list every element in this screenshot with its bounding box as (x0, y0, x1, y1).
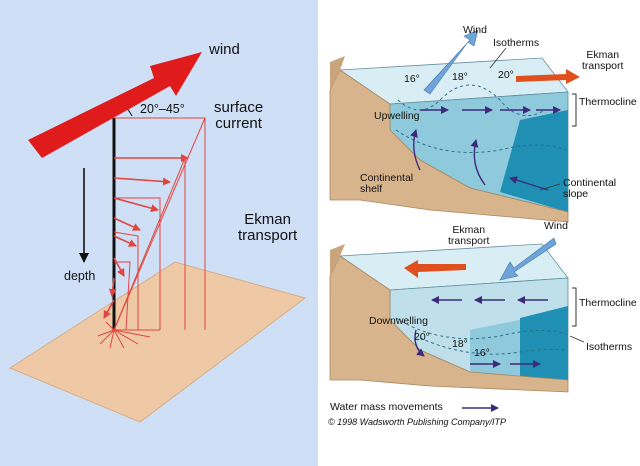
ekman-transport-label-up: Ekman transport (582, 49, 624, 73)
thermocline-bracket-up (572, 93, 577, 127)
downwelling-block (329, 237, 569, 393)
thermocline-label-down: Thermocline (579, 297, 637, 309)
temp-16-down: 16° (474, 347, 490, 359)
wind-label-up: Wind (463, 24, 487, 36)
angle-label: 20°–45° (140, 102, 185, 116)
temp-18-down: 18° (452, 338, 468, 350)
isotherms-label-up: Isotherms (493, 37, 540, 49)
surface-current-label: surface current (214, 99, 264, 132)
water-mass-legend-label: Water mass movements (330, 401, 443, 413)
isotherms-label-down: Isotherms (586, 341, 633, 353)
leader-lines (489, 47, 585, 343)
ekman-spiral-diagram (8, 52, 307, 423)
upwelling-block (329, 29, 580, 223)
continental-slope-label: Continental slope (563, 177, 617, 201)
temp-18-up: 18° (452, 71, 468, 83)
wind-label-down: Wind (544, 220, 568, 232)
temp-20-down: 20° (414, 331, 430, 343)
copyright-caption: © 1998 Wadsworth Publishing Company/ITP (328, 417, 507, 427)
continental-shelf-label: Continental shelf (360, 172, 414, 196)
wind-arrow (28, 52, 202, 158)
wind-label: wind (209, 41, 240, 58)
temp-16-up: 16° (404, 73, 420, 85)
current-vectors (103, 154, 189, 319)
temp-20-up: 20° (498, 69, 514, 81)
spiral-projection (97, 321, 160, 349)
depth-label: depth (64, 269, 96, 283)
thermocline-label-up: Thermocline (579, 96, 637, 108)
downwelling-label: Downwelling (369, 315, 428, 327)
thermocline-bracket-down (572, 287, 577, 327)
ekman-transport-label: Ekman transport (238, 211, 298, 244)
seafloor-plane (8, 261, 307, 423)
ekman-transport-label-down: Ekman transport (448, 224, 490, 248)
upwelling-label: Upwelling (374, 110, 420, 122)
